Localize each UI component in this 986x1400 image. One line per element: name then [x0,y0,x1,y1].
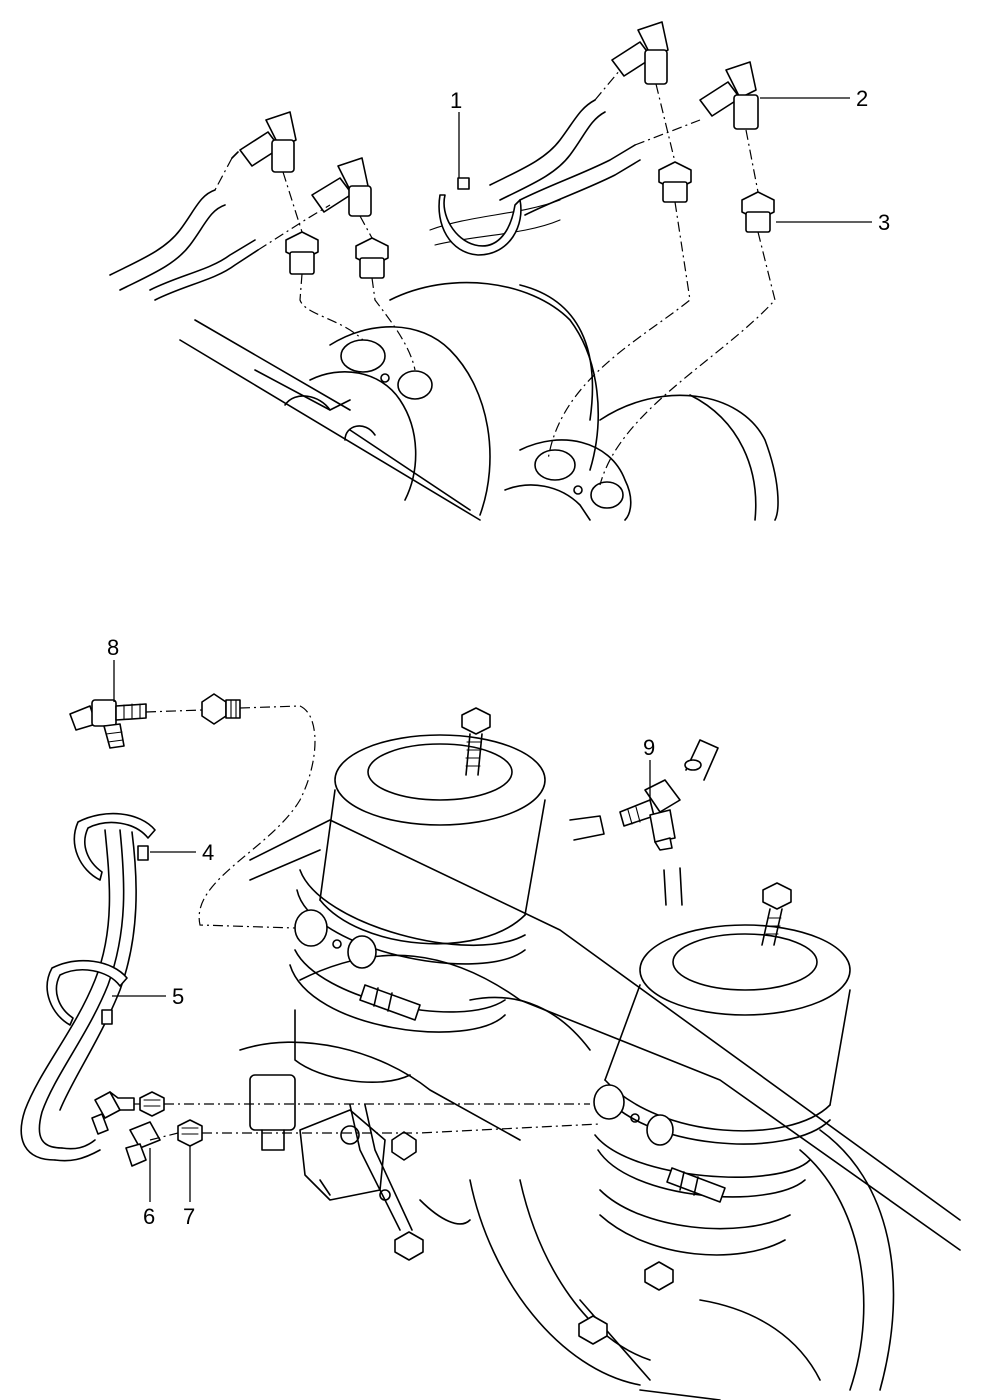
bottom-hoses [20,829,137,1162]
bottom-assembly-lines [134,705,601,1141]
callout-7: 7 [183,1146,195,1229]
hose-clamp [438,177,522,256]
tubes-9 [569,739,719,906]
callout-3-label: 3 [878,210,890,235]
connector-2 [311,157,372,217]
connector-3 [611,21,669,85]
callout-6-label: 6 [143,1204,155,1229]
callout-8-label: 8 [107,635,119,660]
callout-5: 5 [112,984,184,1009]
clamp-5 [46,959,128,1026]
callout-8: 8 [107,635,119,702]
top-connectors [231,21,759,217]
top-assembly-lines [214,69,776,486]
top-view: 1 2 3 [109,21,890,521]
fitting-c [658,161,692,203]
fitting-d [741,191,775,233]
callout-4-label: 4 [202,840,214,865]
fitting-7a [139,1091,165,1117]
connector-4 [699,61,759,130]
top-axle [179,319,481,521]
clamp-4 [73,812,156,881]
air-spring-right [593,924,851,1256]
top-hoses [109,99,641,301]
callout-2: 2 [760,86,868,111]
top-fittings [285,161,775,279]
connector-6 [91,1091,161,1167]
callout-2-label: 2 [856,86,868,111]
fitting-a [285,231,319,275]
callout-1: 1 [450,88,462,178]
fitting-8 [201,693,241,725]
top-housing [309,281,779,521]
bottom-view: 4 5 6 7 8 9 [20,635,961,1400]
bolt-left [461,707,491,776]
callout-9-label: 9 [643,735,655,760]
fitting-b [355,237,389,279]
connector-1 [231,111,297,173]
callout-5-label: 5 [172,984,184,1009]
callout-9: 9 [643,735,655,800]
connector-8 [69,699,147,749]
callout-3: 3 [776,210,890,235]
callout-7-label: 7 [183,1204,195,1229]
bolt-right [761,882,792,946]
callout-4: 4 [150,840,214,865]
callout-1-label: 1 [450,88,462,113]
t-connector-9 [619,779,681,851]
bottom-frame [239,819,961,1400]
callout-6: 6 [143,1148,155,1229]
fitting-7b [177,1119,203,1147]
air-spring-left [289,734,546,1084]
